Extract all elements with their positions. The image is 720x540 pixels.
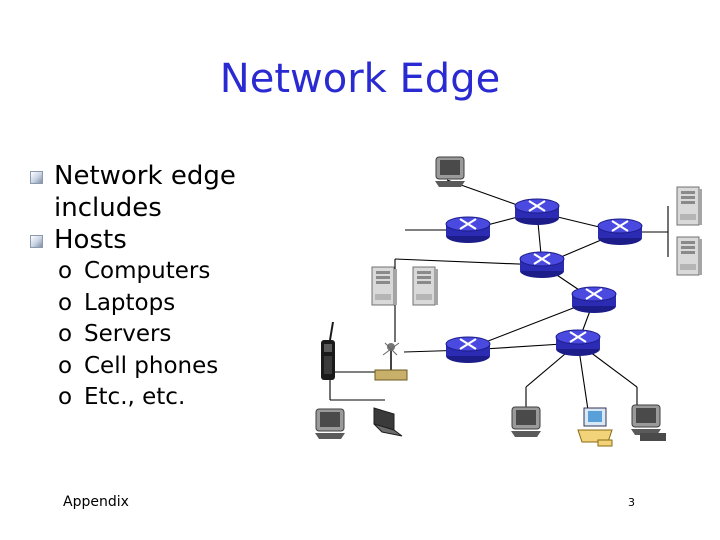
bullet-list: Network edge includes Hosts o Computers … <box>30 160 330 414</box>
sub-bullet-marker: o <box>58 384 73 410</box>
bullet-text: Hosts <box>54 225 127 255</box>
sub-item-servers: o Servers <box>30 319 330 351</box>
sub-bullet-marker: o <box>58 289 73 316</box>
desktop-pc-icon <box>434 156 466 188</box>
server-tower-icon <box>412 266 439 306</box>
sub-item-etc: o Etc., etc. <box>30 382 330 414</box>
footer-label: Appendix <box>63 494 129 510</box>
desktop-pc-icon <box>314 408 346 440</box>
server-tower-icon <box>676 236 703 276</box>
sub-item-text: Computers <box>84 258 211 284</box>
sub-item-cell-phones: o Cell phones <box>30 351 330 383</box>
server-tower-icon <box>676 186 703 226</box>
router-icon <box>554 328 602 358</box>
cell-phone-icon <box>321 321 335 380</box>
bullet-box-icon <box>30 171 43 184</box>
sub-item-text: Servers <box>84 321 172 347</box>
sub-item-text: Laptops <box>84 289 176 316</box>
sub-item-computers: o Computers <box>30 256 330 288</box>
bullet-box-icon <box>30 235 43 248</box>
router-icon <box>596 217 644 247</box>
sub-bullet-marker: o <box>58 352 73 379</box>
sub-bullet-marker: o <box>58 258 73 284</box>
slide-title: Network Edge <box>219 56 501 102</box>
router-icon <box>518 250 566 280</box>
sub-item-text: Cell phones <box>84 352 219 379</box>
page-number: 3 <box>628 496 635 509</box>
bullet-hosts: Hosts <box>30 224 330 256</box>
server-tower-icon <box>371 266 398 306</box>
router-icon <box>570 285 618 315</box>
wireless-antenna-icon <box>374 342 408 381</box>
router-icon <box>513 197 561 227</box>
workstation-icon <box>577 407 613 447</box>
bullet-text: Network edge includes <box>54 161 236 223</box>
router-icon <box>444 215 492 245</box>
sub-item-laptops: o Laptops <box>30 288 330 320</box>
router-icon <box>444 335 492 365</box>
sub-bullet-marker: o <box>58 321 73 347</box>
laptop-icon <box>373 407 403 437</box>
bullet-network-edge: Network edge includes <box>30 160 330 224</box>
desktop-pc-icon <box>630 404 666 441</box>
desktop-pc-icon <box>510 406 542 438</box>
sub-item-text: Etc., etc. <box>84 384 186 410</box>
